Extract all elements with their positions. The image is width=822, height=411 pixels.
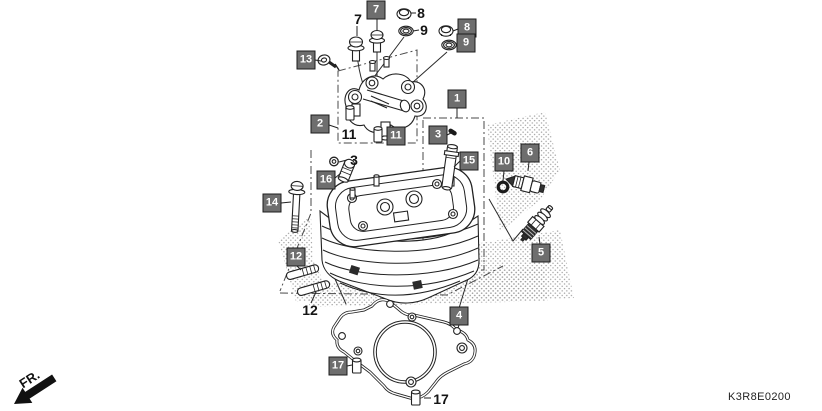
part-drawing-stud-12a	[285, 264, 320, 280]
callout-plain-17[interactable]: 17	[433, 391, 449, 407]
halftone-shading	[278, 112, 574, 307]
part-drawing-dowel-11b	[373, 126, 383, 143]
callout-plain-9[interactable]: 9	[420, 22, 428, 38]
callout-boxed-2[interactable]: 2	[310, 114, 330, 134]
part-drawing-tappet-screw-13	[317, 54, 340, 71]
front-arrow-icon	[14, 374, 57, 404]
part-drawing-bolt-7a	[347, 36, 365, 62]
callout-boxed-17[interactable]: 17	[328, 356, 348, 376]
part-drawing-bolt-14	[288, 180, 306, 233]
callout-plain-11[interactable]: 11	[341, 126, 357, 142]
part-drawing-valve-guide-15	[441, 143, 460, 191]
callout-boxed-14[interactable]: 14	[262, 193, 282, 213]
callout-boxed-5[interactable]: 5	[531, 243, 551, 263]
part-drawing-rocker-assembly	[344, 55, 427, 141]
callout-boxed-16[interactable]: 16	[316, 170, 336, 190]
boundary-box-2	[337, 49, 418, 144]
part-drawing-oring-3	[329, 156, 339, 167]
part-drawing-nut-8a	[396, 8, 412, 20]
part-drawing-cylinder-head	[319, 166, 480, 304]
part-drawing-pin-3	[448, 128, 457, 136]
part-drawing-dowel-17a	[351, 357, 362, 374]
part-drawing-stud-12b	[296, 280, 331, 296]
callout-boxed-10[interactable]: 10	[494, 152, 514, 172]
callout-boxed-6[interactable]: 6	[520, 143, 540, 163]
callout-boxed-13[interactable]: 13	[296, 50, 316, 70]
callout-boxed-3[interactable]: 3	[428, 125, 448, 145]
part-drawing-stem-seal-16	[337, 158, 356, 183]
diagram-code: K3R8E0200	[728, 391, 791, 403]
callout-leader-lines	[280, 12, 541, 399]
callout-plain-7[interactable]: 7	[354, 11, 362, 27]
part-drawing-oring-10	[496, 180, 510, 194]
callout-boxed-9[interactable]: 9	[456, 33, 476, 53]
callout-boxed-7[interactable]: 7	[366, 0, 386, 20]
part-drawing-bolt-7b	[368, 29, 386, 53]
callout-boxed-4[interactable]: 4	[449, 306, 469, 326]
part-drawing-temp-sensor-6	[505, 175, 546, 194]
part-drawing-dowel-11a	[345, 105, 355, 121]
part-drawing-dowel-17b	[410, 389, 421, 406]
callout-boxed-1[interactable]: 1	[447, 89, 467, 109]
part-drawing-head-gasket	[331, 298, 477, 400]
callout-boxed-11[interactable]: 11	[386, 126, 406, 146]
part-drawing-spark-plug-5	[520, 205, 554, 242]
callout-boxed-12[interactable]: 12	[286, 247, 306, 267]
callout-plain-12[interactable]: 12	[302, 302, 318, 318]
callout-boxed-15[interactable]: 15	[459, 151, 479, 171]
callout-plain-8[interactable]: 8	[417, 5, 425, 21]
callout-plain-3[interactable]: 3	[350, 152, 358, 168]
boundary-bottom	[279, 265, 504, 296]
part-drawing-washer-9b	[441, 39, 457, 51]
